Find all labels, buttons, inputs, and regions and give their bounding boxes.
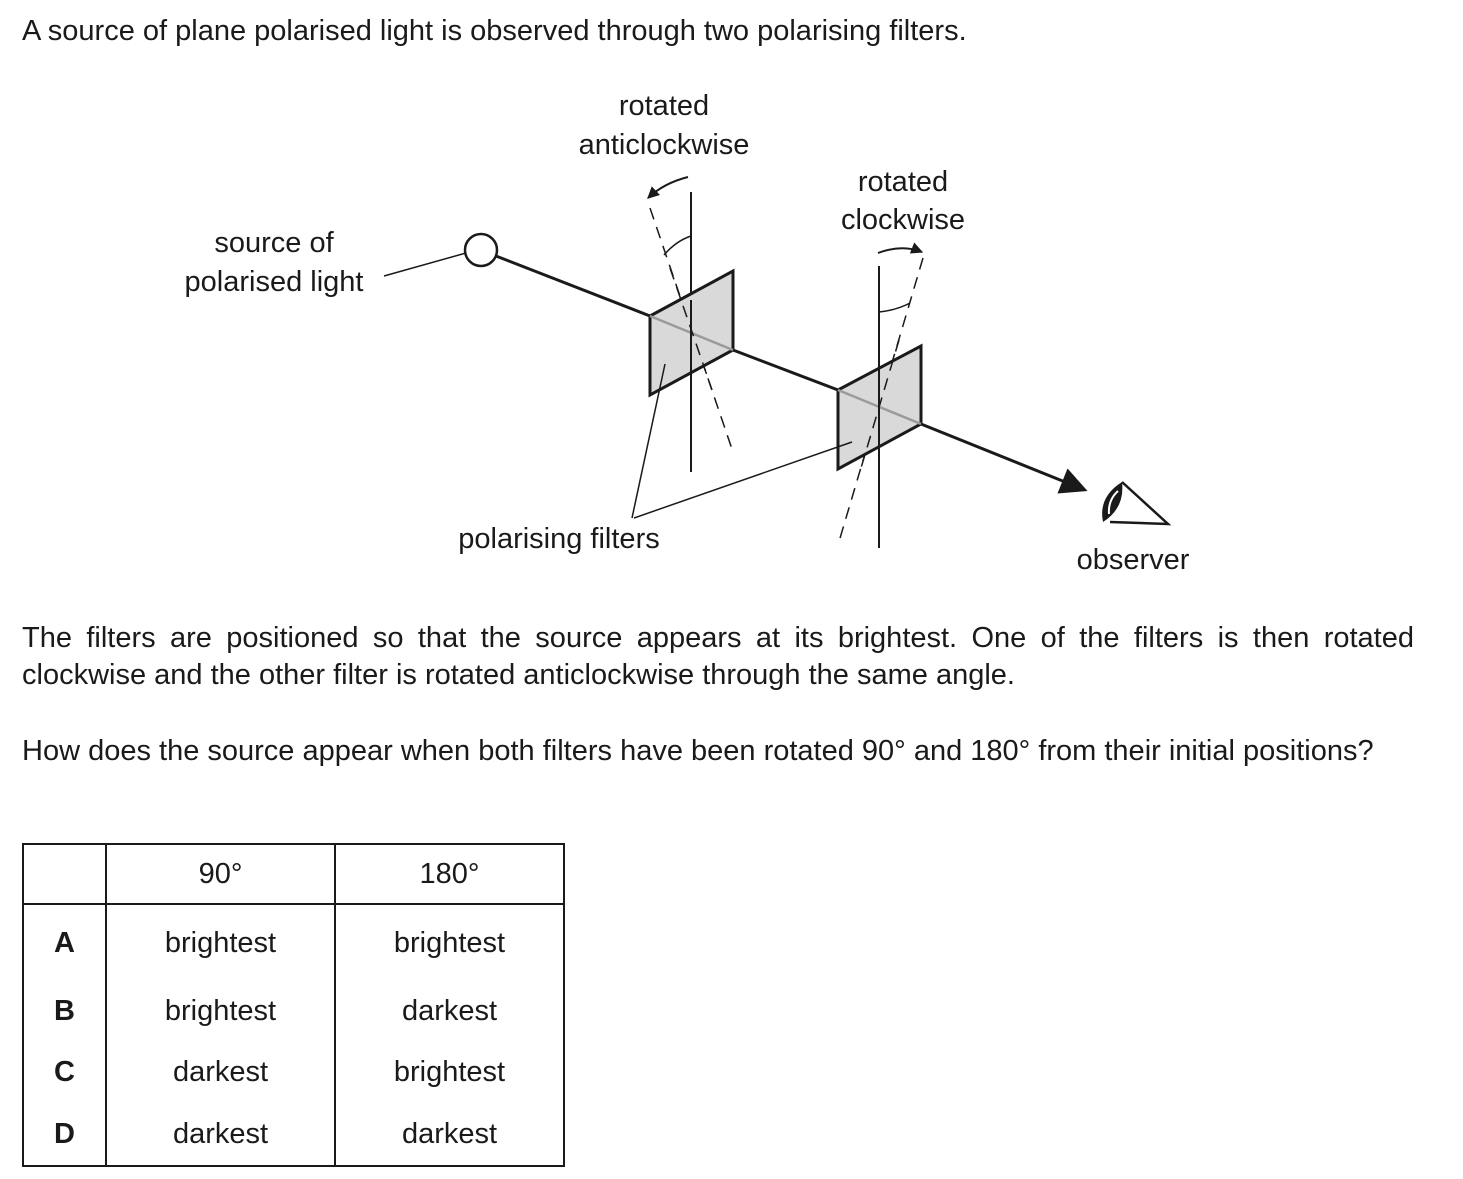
label-rotated-anticlockwise-1: rotated <box>619 90 709 122</box>
option-letter: B <box>23 981 107 1042</box>
label-rotated-clockwise-2: clockwise <box>841 204 965 236</box>
table-header-cell: 180° <box>335 844 564 905</box>
filter2-angle-arc <box>878 302 911 313</box>
table-row[interactable]: B brightest darkest <box>23 981 564 1042</box>
clockwise-arrow-icon <box>877 242 924 254</box>
label-observer: observer <box>1077 544 1190 576</box>
answer-options-table: 90° 180° A brightest brightest B brighte… <box>22 843 565 1167</box>
question-intro: A source of plane polarised light is obs… <box>22 15 967 47</box>
option-180-value: brightest <box>393 926 506 959</box>
filter1-rotated-axis-front <box>669 267 713 391</box>
table-row[interactable]: D darkest darkest <box>23 1103 564 1166</box>
label-rotated-clockwise-1: rotated <box>858 166 948 198</box>
anticlockwise-arrow-icon <box>647 176 689 199</box>
option-90-value: darkest <box>106 1042 336 1103</box>
table-row[interactable]: C darkest brightest <box>23 1042 564 1103</box>
option-letter: D <box>23 1103 107 1166</box>
polarising-filters-diagram: rotated anticlockwise rotated clockwise … <box>185 90 1190 576</box>
filter1-angle-arc <box>663 235 692 256</box>
source-leader-line <box>383 252 467 277</box>
option-letter: C <box>23 1042 107 1103</box>
table-row[interactable]: A brightest brightest <box>23 904 564 981</box>
label-source-1: source of <box>214 227 334 259</box>
question-paragraph-2: How does the source appear when both fil… <box>22 735 1374 767</box>
question-paragraph-1: The filters are positioned so that the s… <box>22 622 1414 691</box>
option-180-value: darkest <box>401 1117 498 1150</box>
light-source-icon <box>463 232 499 268</box>
table-header-cell: 90° <box>106 844 336 905</box>
option-180-value: brightest <box>393 1056 506 1088</box>
filter2-rotated-axis-front <box>860 339 900 469</box>
light-beam-to-observer <box>920 422 1088 494</box>
table-header-row: 90° 180° <box>23 844 564 905</box>
option-90-value: brightest <box>106 981 336 1042</box>
light-beam-segment <box>732 348 839 392</box>
filter1-leader-line <box>631 363 666 519</box>
option-90-value: darkest <box>106 1103 336 1166</box>
eye-icon <box>1102 481 1172 526</box>
label-polarising-filters: polarising filters <box>458 523 659 555</box>
label-rotated-anticlockwise-2: anticlockwise <box>579 129 750 161</box>
option-180-value: darkest <box>401 995 498 1027</box>
filter2-leader-line <box>633 441 853 519</box>
light-beam-segment <box>495 254 651 318</box>
table-header-cell <box>23 844 107 905</box>
option-90-value: brightest <box>106 904 336 981</box>
option-letter: A <box>23 904 107 981</box>
label-source-2: polarised light <box>185 266 364 298</box>
